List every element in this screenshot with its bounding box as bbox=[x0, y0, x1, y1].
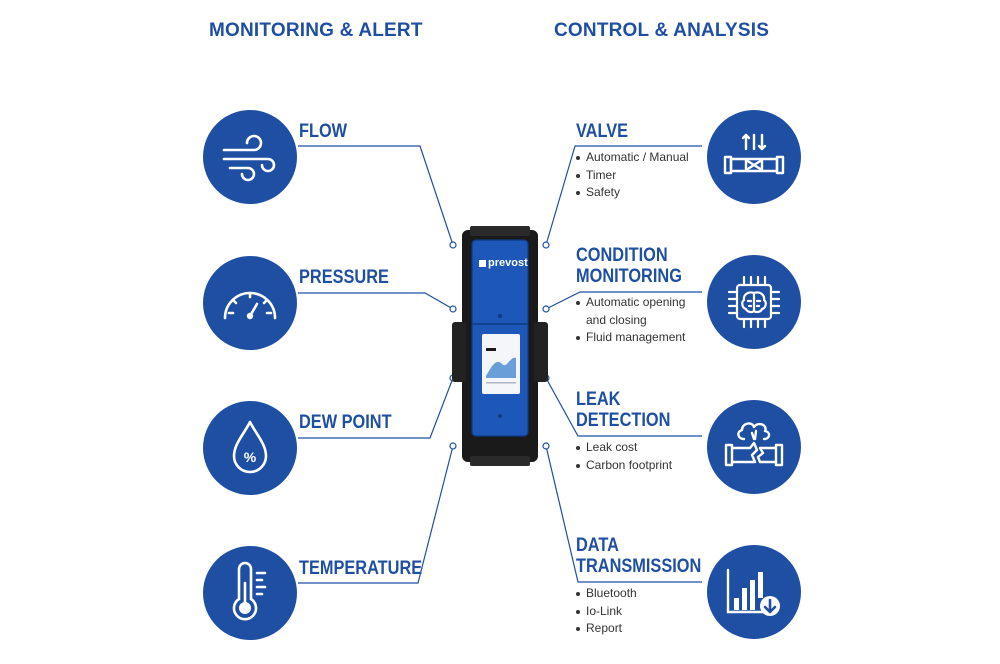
temperature-label: TEMPERATURE bbox=[299, 558, 423, 579]
droplet-percent-icon: % bbox=[232, 420, 268, 474]
list-item: Fluid management bbox=[576, 329, 685, 347]
list-item: Automatic opening bbox=[576, 294, 685, 312]
data-transmission-label: DATA TRANSMISSION bbox=[576, 535, 702, 577]
condition-monitoring-circle bbox=[707, 255, 801, 349]
list-item: Report bbox=[576, 620, 637, 638]
dew-point-label: DEW POINT bbox=[299, 412, 392, 433]
monitoring-alert-heading: MONITORING & ALERT bbox=[209, 20, 423, 41]
gauge-icon bbox=[223, 291, 277, 320]
chip-brain-icon bbox=[727, 275, 781, 329]
valve-label: VALVE bbox=[576, 121, 629, 142]
thermometer-icon bbox=[232, 561, 267, 621]
list-item: Io-Link bbox=[576, 603, 637, 621]
temperature-circle bbox=[203, 546, 297, 640]
data-transmission-bullets: Bluetooth Io-Link Report bbox=[576, 585, 637, 638]
valve-bullets: Automatic / Manual Timer Safety bbox=[576, 149, 689, 202]
list-item: Leak cost bbox=[576, 439, 672, 457]
flow-circle bbox=[203, 110, 297, 204]
svg-text:%: % bbox=[244, 449, 257, 465]
list-item: Automatic / Manual bbox=[576, 149, 689, 167]
leaking-pipe-icon bbox=[724, 422, 784, 467]
leak-detection-bullets: Leak cost Carbon footprint bbox=[576, 439, 672, 474]
valve-circle bbox=[707, 110, 801, 204]
control-analysis-heading: CONTROL & ANALYSIS bbox=[554, 20, 770, 41]
wind-icon bbox=[222, 134, 276, 182]
leak-detection-circle bbox=[707, 400, 801, 494]
list-item: Bluetooth bbox=[576, 585, 637, 603]
condition-monitoring-label: CONDITION MONITORING bbox=[576, 245, 682, 287]
dew-point-circle: % bbox=[203, 401, 297, 495]
flow-label: FLOW bbox=[299, 121, 348, 142]
list-item: Carbon footprint bbox=[576, 457, 672, 475]
bar-chart-download-icon bbox=[726, 568, 780, 616]
list-item: and closing bbox=[586, 312, 647, 327]
pressure-label: PRESSURE bbox=[299, 267, 389, 288]
leak-detection-label: LEAK DETECTION bbox=[576, 389, 671, 431]
data-transmission-circle bbox=[707, 545, 801, 639]
pressure-circle bbox=[203, 256, 297, 350]
condition-monitoring-bullets: Automatic opening and closing Fluid mana… bbox=[576, 294, 685, 347]
prevost-device bbox=[452, 226, 548, 466]
valve-icon bbox=[723, 133, 785, 175]
list-item: Timer bbox=[576, 167, 689, 185]
device-brand-label: prevost bbox=[488, 257, 528, 269]
list-item: Safety bbox=[576, 184, 689, 202]
